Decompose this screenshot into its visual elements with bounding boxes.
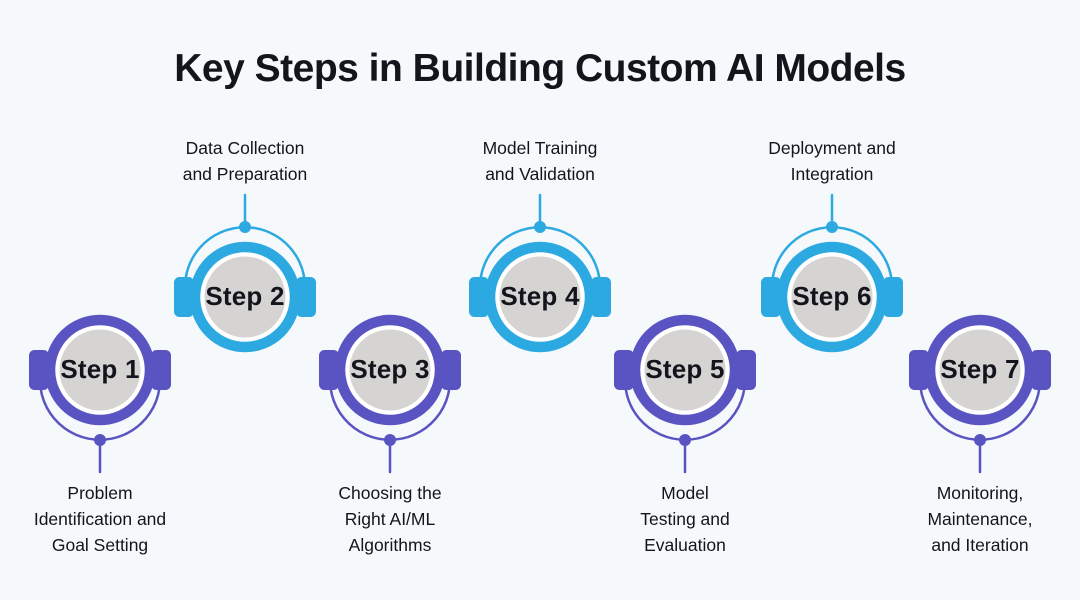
outer-ring — [924, 314, 1036, 426]
right-tab-shape — [736, 350, 756, 390]
step-ring-graphic — [909, 314, 1051, 474]
left-tab-shape — [174, 277, 194, 317]
outer-ring — [629, 314, 741, 426]
outer-ring — [334, 314, 446, 426]
step-1-node: Step 1 Problem Identification and Goal S… — [10, 265, 190, 555]
step-6-node: Step 6 Deployment and Integration — [742, 138, 922, 402]
step-ring-graphic — [174, 193, 316, 353]
step-number: Step 7 — [940, 354, 1020, 384]
step-ring-graphic — [29, 314, 171, 474]
step-7-node: Step 7 Monitoring, Maintenance, and Iter… — [890, 265, 1070, 555]
step-ring-graphic — [761, 193, 903, 353]
outer-ring — [484, 241, 596, 353]
left-tab-shape — [319, 350, 339, 390]
step-caption: Data Collection and Preparation — [182, 138, 308, 184]
connector-dot — [384, 434, 396, 446]
right-tab-shape — [883, 277, 903, 317]
step-number: Step 3 — [350, 354, 430, 384]
step-caption: Choosing the Right AI/ML Algorithms — [338, 483, 442, 555]
right-tab-shape — [151, 350, 171, 390]
step-number: Step 5 — [645, 354, 725, 384]
inner-gray-disc — [204, 256, 286, 338]
step-caption: Deployment and Integration — [768, 138, 896, 184]
outer-ring — [776, 241, 888, 353]
step-ring-graphic — [319, 314, 461, 474]
connector-dot — [679, 434, 691, 446]
inner-gray-disc — [939, 329, 1021, 411]
left-tab-shape — [469, 277, 489, 317]
connector-dot — [974, 434, 986, 446]
step-4-node: Step 4 Model Training and Validation — [450, 138, 630, 402]
right-tab-shape — [441, 350, 461, 390]
outer-ring — [44, 314, 156, 426]
step-ring-graphic — [469, 193, 611, 353]
left-tab-shape — [29, 350, 49, 390]
step-2-node: Step 2 Data Collection and Preparation — [155, 138, 335, 402]
outer-ring — [189, 241, 301, 353]
step-5-node: Step 5 Model Testing and Evaluation — [595, 265, 775, 555]
right-tab-shape — [1031, 350, 1051, 390]
connector-dot — [826, 221, 838, 233]
inner-gray-disc — [349, 329, 431, 411]
connector-dot — [94, 434, 106, 446]
step-number: Step 4 — [500, 281, 580, 311]
left-tab-shape — [614, 350, 634, 390]
inner-gray-disc — [644, 329, 726, 411]
left-tab-shape — [909, 350, 929, 390]
step-caption: Model Testing and Evaluation — [640, 483, 730, 555]
step-ring-graphic — [614, 314, 756, 474]
right-tab-shape — [591, 277, 611, 317]
inner-gray-disc — [791, 256, 873, 338]
inner-gray-disc — [499, 256, 581, 338]
right-tab-shape — [296, 277, 316, 317]
step-number: Step 2 — [205, 281, 285, 311]
inner-gray-disc — [59, 329, 141, 411]
infographic-title: Key Steps in Building Custom AI Models — [174, 47, 906, 90]
left-tab-shape — [761, 277, 781, 317]
connector-dot — [534, 221, 546, 233]
step-number: Step 1 — [60, 354, 140, 384]
connector-dot — [239, 221, 251, 233]
step-caption: Model Training and Validation — [482, 138, 598, 184]
step-caption: Monitoring, Maintenance, and Iteration — [927, 483, 1033, 555]
step-3-node: Step 3 Choosing the Right AI/ML Algorith… — [300, 265, 480, 555]
step-number: Step 6 — [792, 281, 872, 311]
step-caption: Problem Identification and Goal Setting — [33, 483, 167, 555]
